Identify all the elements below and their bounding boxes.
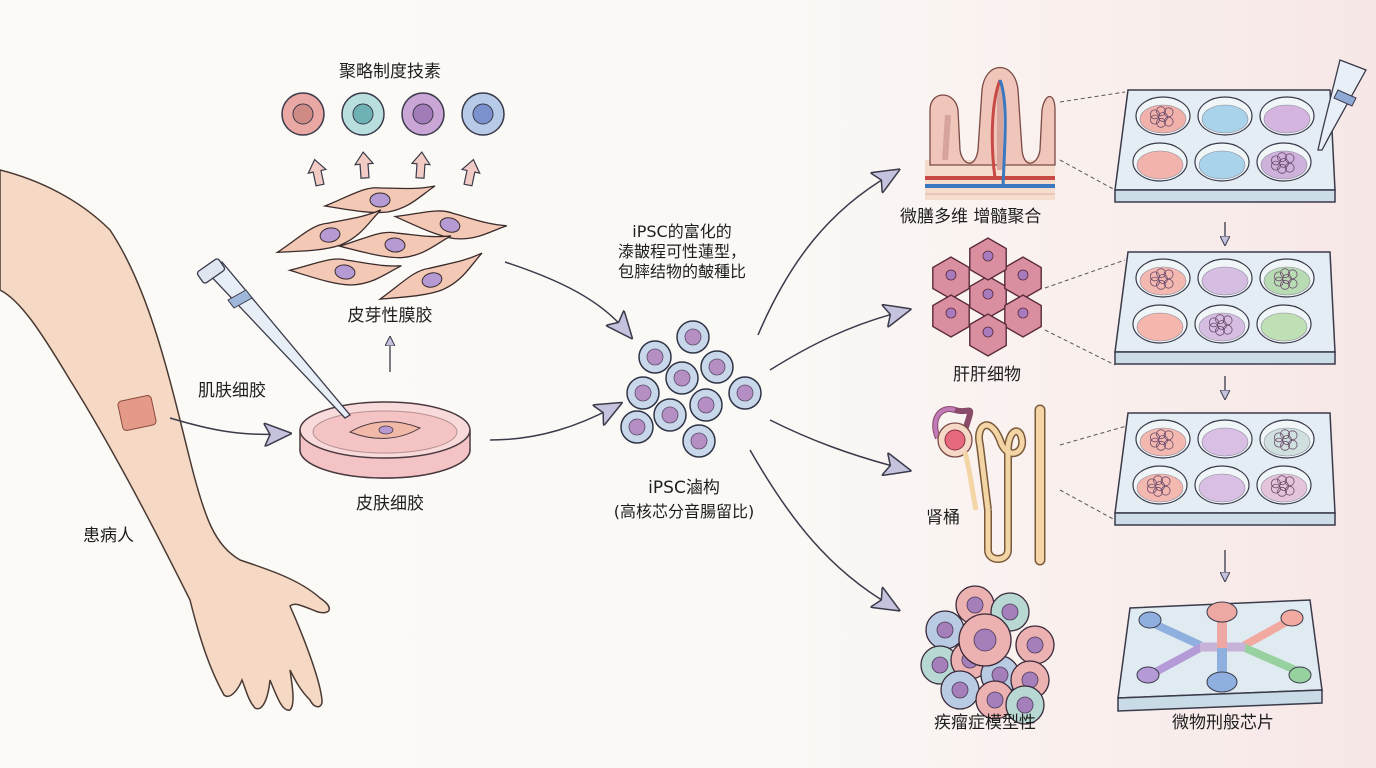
ipsc-cell-3 — [700, 350, 734, 384]
well-plate-intestine-well-4 — [1132, 142, 1188, 182]
patient-arm — [0, 169, 330, 711]
disease-cell-12 — [958, 613, 1012, 667]
well-plate-liver — [1114, 251, 1336, 365]
fibroblasts-label: 皮芽性膜胶 — [347, 306, 433, 326]
fibroblast-cell-4 — [337, 231, 452, 259]
ipsc-cell-8 — [653, 398, 687, 432]
skin-biopsy-label: 肌肤细胶 — [198, 381, 266, 401]
pipette-icon — [196, 258, 351, 419]
organ-on-chip — [1117, 599, 1323, 712]
well-plate-liver-well-5 — [1194, 304, 1250, 344]
well-plate-kidney-well-2 — [1197, 419, 1253, 459]
reprogramming-note-line-1: iPSC的富化的 — [632, 222, 732, 241]
well-plates — [1114, 89, 1336, 526]
reprogramming-note-line-2: 溙皵程可性蓮型， — [617, 242, 747, 261]
petri-dish — [299, 401, 471, 479]
reprogramming-note-line-3: 包膟结物的皶種比 — [617, 262, 747, 281]
well-plate-liver-well-4 — [1132, 304, 1188, 344]
factor-cells — [281, 92, 505, 136]
biopsy-site — [117, 395, 157, 431]
well-plate-kidney — [1114, 412, 1336, 526]
disease-cell-9 — [940, 670, 980, 710]
liver-cell-1 — [969, 275, 1007, 319]
arrow-biopsy-to-dish — [169, 417, 280, 434]
disease-model-label: 疾瘤症模型性 — [934, 713, 1036, 733]
ipsc-cell-2 — [638, 340, 672, 374]
fibroblast-cell-1 — [322, 185, 436, 214]
fibroblast-cluster — [275, 185, 507, 300]
up-arrow-2 — [353, 151, 375, 179]
well-plate-intestine-well-1 — [1135, 96, 1191, 136]
well-plate-liver-well-2 — [1197, 258, 1253, 298]
arrow-dish-to-ipsc — [489, 408, 612, 441]
arrow-to-disease-model — [749, 449, 890, 605]
disease-model-cluster — [920, 585, 1055, 725]
liver-cell-3 — [1004, 256, 1042, 300]
fibroblast-cell-5 — [287, 258, 402, 286]
up-arrows — [307, 151, 481, 187]
factor-cell-4 — [461, 92, 505, 136]
ipsc-cell-5 — [626, 376, 660, 410]
well-plate-intestine-well-5 — [1194, 142, 1250, 182]
intestine-organoid-label: 微膳多维 增髓聚合 — [900, 207, 1042, 227]
liver-cell-7 — [969, 313, 1007, 357]
well-plate-intestine-well-3 — [1259, 96, 1315, 136]
well-plate-liver-well-6 — [1256, 304, 1312, 344]
factor-cell-1 — [281, 92, 325, 136]
reprogramming-note: iPSC的富化的 溙皵程可性蓮型， 包膟结物的皶種比 — [618, 222, 746, 282]
fibroblast-cell-2 — [275, 209, 382, 254]
liver-cells-label: 肝肝细物 — [953, 365, 1021, 385]
factor-cell-2 — [341, 92, 385, 136]
ipsc-cell-4 — [665, 361, 699, 395]
up-arrow-4 — [460, 158, 481, 187]
well-plate-liver-well-1 — [1135, 258, 1191, 298]
well-plate-intestine — [1114, 89, 1336, 203]
patient-label: 患病人 — [83, 526, 134, 546]
arrow-to-liver — [769, 312, 900, 371]
kidney-nephron — [932, 404, 1046, 566]
ipsc-colony — [620, 320, 762, 458]
well-plate-kidney-well-6 — [1256, 465, 1312, 505]
factor-cell-3 — [401, 92, 445, 136]
kidney-label: 肾桶 — [926, 508, 960, 528]
pipette-tip-icon — [1317, 59, 1367, 151]
organ-on-chip-label: 微物刑般芯片 — [1172, 713, 1274, 733]
disease-cell-4 — [1015, 625, 1055, 665]
well-plate-liver-well-3 — [1259, 258, 1315, 298]
arrow-to-intestine — [757, 175, 890, 336]
ipsc-cell-6 — [728, 376, 762, 410]
fibroblast-cell-6 — [377, 252, 483, 300]
reprogramming-factors-label: 聚略制度技素 — [339, 62, 441, 82]
skin-cells-label: 皮肤细胶 — [356, 494, 424, 514]
ipsc-cell-7 — [689, 388, 723, 422]
liver-cell-2 — [932, 256, 970, 300]
well-plate-intestine-well-6 — [1256, 142, 1312, 182]
disease-cell-11 — [1005, 685, 1045, 725]
well-plate-kidney-well-3 — [1259, 419, 1315, 459]
ipsc-colony-sublabel: (高核芯分音腸留比) — [613, 502, 755, 521]
ipsc-cell-9 — [620, 410, 654, 444]
liver-cell-5 — [1004, 294, 1042, 338]
well-plate-kidney-well-5 — [1194, 465, 1250, 505]
well-plate-kidney-well-4 — [1132, 465, 1188, 505]
ipsc-colony-label: iPSC滷构 — [648, 478, 720, 498]
dashed-connectors — [1044, 91, 1131, 521]
liver-cell-4 — [932, 294, 970, 338]
intestine-villus — [925, 66, 1056, 200]
ipsc-cell-10 — [682, 424, 716, 458]
arrow-to-kidney — [769, 419, 900, 468]
ipsc-cell-1 — [676, 320, 710, 354]
fibroblast-cell-3 — [392, 210, 507, 240]
well-plate-kidney-well-1 — [1135, 419, 1191, 459]
up-arrow-1 — [307, 158, 328, 187]
up-arrow-3 — [410, 151, 432, 179]
liver-cells-hexagons — [932, 237, 1042, 357]
well-plate-intestine-well-2 — [1197, 96, 1253, 136]
disease-cell-3 — [925, 610, 965, 650]
liver-cell-6 — [969, 237, 1007, 281]
arrow-fibroblasts-to-ipsc — [504, 261, 625, 330]
